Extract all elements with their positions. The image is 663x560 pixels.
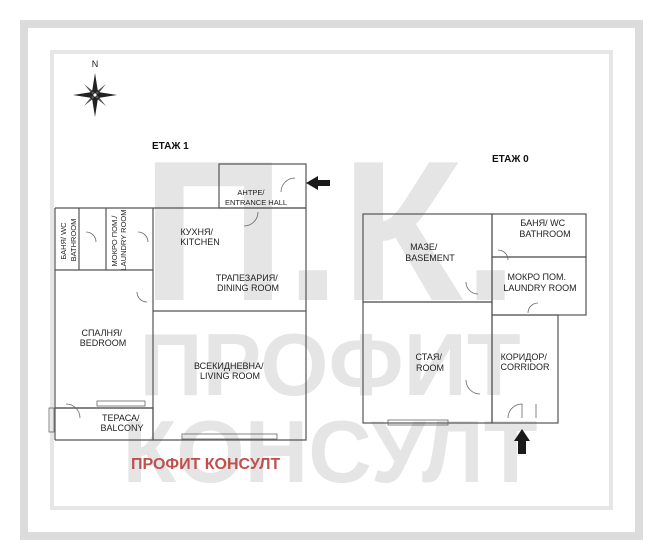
watermark-line3: КОНСУЛТ: [123, 402, 538, 501]
label-bedroom: СПАЛНЯ/ BEDROOM: [80, 328, 127, 348]
floor1-title: ЕТАЖ 1: [152, 141, 189, 152]
watermark-line1: П.К.: [142, 120, 519, 343]
label-bathroom-floor0: БАНЯ/ WC BATHROOM: [519, 218, 570, 239]
watermark: П.К. ПРОФИТ КОНСУЛТ: [123, 120, 538, 501]
arrow-left-icon: [306, 176, 330, 190]
floor1-walls: [48, 163, 307, 441]
label-corridor: КОРИДОР/ CORRIDOR: [501, 352, 550, 372]
label-laundry-floor1: МОКРО ПОМ./ LAUNDRY ROOM: [110, 210, 128, 271]
floor1-doors: [65, 177, 296, 419]
brand-name: ПРОФИТ КОНСУЛТ: [131, 456, 280, 473]
label-room: СТАЯ/ ROOM: [416, 352, 445, 373]
compass-rose-icon: [73, 73, 117, 117]
outer-frame: [20, 20, 643, 540]
label-living-room: ВСЕКИДНЕВНА/ LIVING ROOM: [194, 361, 266, 381]
floor0-walls: [362, 213, 587, 426]
label-balcony: ТЕРАСА/ BALCONY: [100, 413, 143, 433]
label-bathroom-floor1: БАНЯ/ WC BATHROOM: [59, 219, 78, 262]
arrow-up-icon: [514, 429, 530, 454]
watermark-line2: ПРОФИТ: [139, 315, 520, 414]
floor0-doors: [465, 249, 539, 419]
label-laundry-floor0: МОКРО ПОМ. LAUNDRY ROOM: [503, 272, 576, 293]
compass-north-label: N: [92, 59, 99, 69]
label-entrance-hall: АНТРЕ/ ENTRANCE HALL: [225, 188, 287, 207]
label-basement: МАЗЕ/ BASEMENT: [405, 242, 455, 263]
floor0-title: ЕТАЖ 0: [492, 154, 529, 165]
label-kitchen: КУХНЯ/ KITCHEN: [180, 227, 220, 247]
label-dining-room: ТРАПЕЗАРИЯ/ DINING ROOM: [216, 273, 281, 293]
inner-frame: [50, 50, 613, 510]
